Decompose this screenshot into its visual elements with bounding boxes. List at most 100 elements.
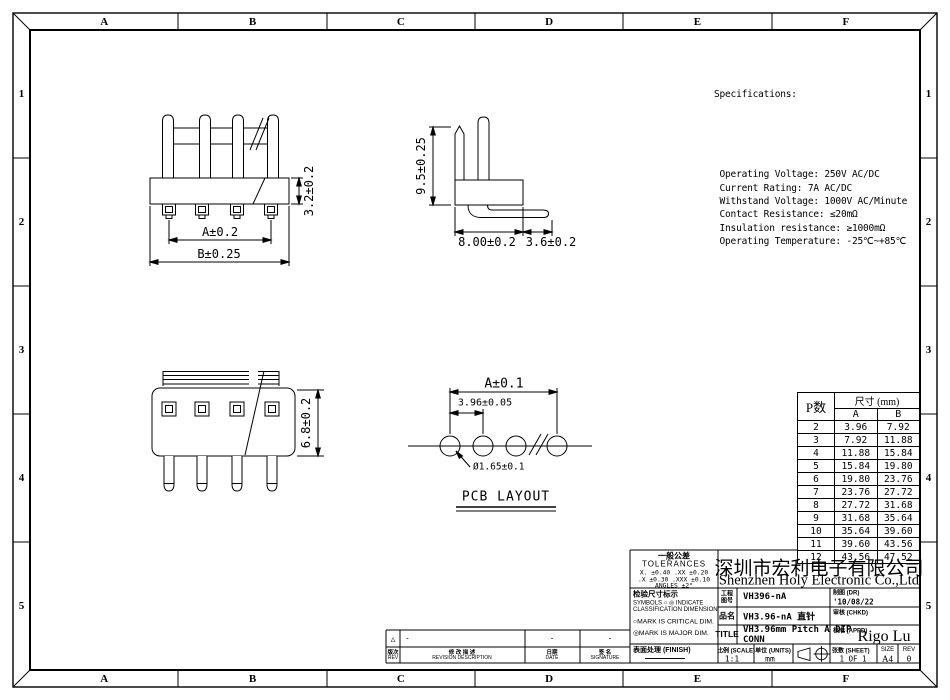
- size-table-cell-a: 31.68: [834, 511, 878, 525]
- company-name-en: Shenzhen Holy Electronic Co.,Ltd: [718, 572, 920, 589]
- eng-no-label-line1: 工程: [720, 591, 734, 598]
- revision-desc-value: -: [405, 633, 410, 643]
- zone-label: 5: [925, 600, 932, 612]
- specification-line: Current Rating: 7A AC/DC: [714, 182, 853, 194]
- zone-label: 2: [18, 216, 25, 228]
- size-table-row: 3 7.92 11.88: [797, 433, 920, 447]
- side-view-dim-height: 9.5±0.25: [414, 137, 428, 195]
- part-label: 品名: [719, 611, 735, 621]
- title-value-line2: CONN: [743, 634, 765, 645]
- size-table-header-a: A: [834, 408, 878, 421]
- size-table-cell-b: 31.68: [876, 498, 920, 512]
- size-table-header-b: B: [876, 408, 920, 421]
- specifications-block: Specifications: Operating Voltage: 250V …: [714, 61, 907, 276]
- zone-label: 1: [18, 88, 25, 100]
- revision-col-date-cn: 日期: [546, 649, 558, 656]
- size-table-cell-b: 23.76: [876, 472, 920, 486]
- size-table-cell-a: 19.80: [834, 472, 878, 486]
- sheet-value: 1 OF 1: [839, 654, 867, 663]
- specification-line: Contact Resistance: ≤20mΩ: [714, 209, 858, 221]
- size-table-row: 10 35.64 39.60: [797, 524, 920, 538]
- size-table-row: 11 39.60 43.56: [797, 537, 920, 551]
- title-block-grid: [386, 549, 920, 664]
- zone-label: B: [248, 15, 257, 28]
- eng-no-value: VH396-nA: [743, 592, 787, 602]
- dr-value: '10/08/22: [833, 597, 874, 606]
- zone-label: C: [396, 15, 405, 28]
- sheet-frame: [12, 12, 938, 688]
- size-table-cell-b: 35.64: [876, 511, 920, 525]
- size-table-cell-b: 43.56: [876, 537, 920, 551]
- zone-label: A: [100, 672, 109, 685]
- pcb-dim-span: A±0.1: [484, 376, 524, 392]
- pcb-dim-hole: Ø1.65±0.1: [473, 461, 525, 473]
- company-name-cn: 深圳市宏利电子有限公司: [714, 558, 924, 580]
- size-table-cell-p: 3: [797, 433, 835, 447]
- finish-label: 表面处理 (FINISH): [633, 647, 691, 654]
- size-table-cell-b: 11.88: [876, 433, 920, 447]
- top-view-drawing: [151, 370, 324, 492]
- zone-label: 4: [18, 472, 25, 484]
- zone-label: E: [693, 672, 702, 685]
- size-table-cell-b: 47.52: [876, 550, 920, 564]
- size-table-row: 8 27.72 31.68: [797, 498, 920, 512]
- size-table-row: 4 11.88 15.84: [797, 446, 920, 460]
- revision-date-value: -: [549, 633, 555, 643]
- zone-label: 5: [18, 600, 25, 612]
- size-table-cell-a: 15.84: [834, 459, 878, 473]
- sheet-label: 张数 (SHEET): [832, 648, 870, 654]
- tolerance-title-en: TOLERANCES: [641, 559, 707, 569]
- tolerance-line-3: ANGLES ±2°: [655, 582, 693, 590]
- size-table-cell-b: 15.84: [876, 446, 920, 460]
- size-table-cell-p: 9: [797, 511, 835, 525]
- side-view-dim-tail: 3.6±0.2: [525, 235, 577, 249]
- revision-sign-value: -: [607, 633, 613, 643]
- size-table-header-size: 尺寸 (mm): [834, 392, 920, 409]
- revision-marker-icon: △: [390, 634, 396, 643]
- specification-line: Insulation resistance: ≥1000mΩ: [714, 222, 886, 234]
- pcb-layout-caption: PCB LAYOUT: [461, 489, 551, 505]
- zone-label: D: [545, 15, 554, 28]
- size-table-cell-p: 8: [797, 498, 835, 512]
- inspection-line-2: CLASSIFICATION DIMENSION: [633, 606, 718, 613]
- size-table-cell-p: 11: [797, 537, 835, 551]
- zone-label: F: [842, 672, 850, 685]
- appd-label: 核准 (APPD): [833, 628, 868, 635]
- size-table-cell-a: 39.60: [834, 537, 878, 551]
- tolerance-title-cn: 一般公差: [658, 551, 690, 561]
- revision-col-rev-cn: 版次: [387, 649, 399, 656]
- revision-strip-grid: [385, 629, 630, 663]
- front-view-dim-a: A±0.2: [201, 225, 239, 239]
- pcb-layout-drawing: [408, 388, 592, 512]
- zone-label: F: [842, 15, 850, 28]
- top-view-dim-height: 6.8±0.2: [299, 397, 313, 449]
- size-table-cell-p: 10: [797, 524, 835, 538]
- size-table-cell-b: 19.80: [876, 459, 920, 473]
- dr-label: 制图 (DR): [833, 590, 860, 597]
- size-table-cell-a: 11.88: [834, 446, 878, 460]
- size-table-header-p: P数: [797, 392, 835, 421]
- size-table-row: 5 15.84 19.80: [797, 459, 920, 473]
- front-view-dim-b: B±0.25: [197, 247, 241, 261]
- size-table: P数 尺寸 (mm) A B 2 3.96 7.92 3 7.92 11.88: [797, 392, 920, 564]
- pcb-dim-pitch: 3.96±0.05: [457, 397, 513, 409]
- size-table-cell-p: 2: [797, 420, 835, 434]
- size-table-row: 7 23.76 27.72: [797, 485, 920, 499]
- zone-label: D: [545, 672, 554, 685]
- zone-label: E: [693, 15, 702, 28]
- rev-value: 0: [906, 654, 912, 663]
- revision-col-desc-en: REVISION DESCRIPTION: [432, 655, 492, 661]
- revision-col-sign-cn: 签 名: [598, 649, 612, 656]
- specification-line: Operating Voltage: 250V AC/DC: [714, 169, 880, 181]
- size-table-cell-p: 5: [797, 459, 835, 473]
- specification-line: Withstand Voltage: 1000V AC/Minute: [714, 196, 908, 208]
- appd-signature: Rigo Lu: [857, 628, 911, 645]
- side-view-dim-body: 8.00±0.2: [458, 235, 516, 249]
- size-table-cell-a: 35.64: [834, 524, 878, 538]
- rev-label: REV: [902, 646, 916, 653]
- zone-label: B: [248, 672, 257, 685]
